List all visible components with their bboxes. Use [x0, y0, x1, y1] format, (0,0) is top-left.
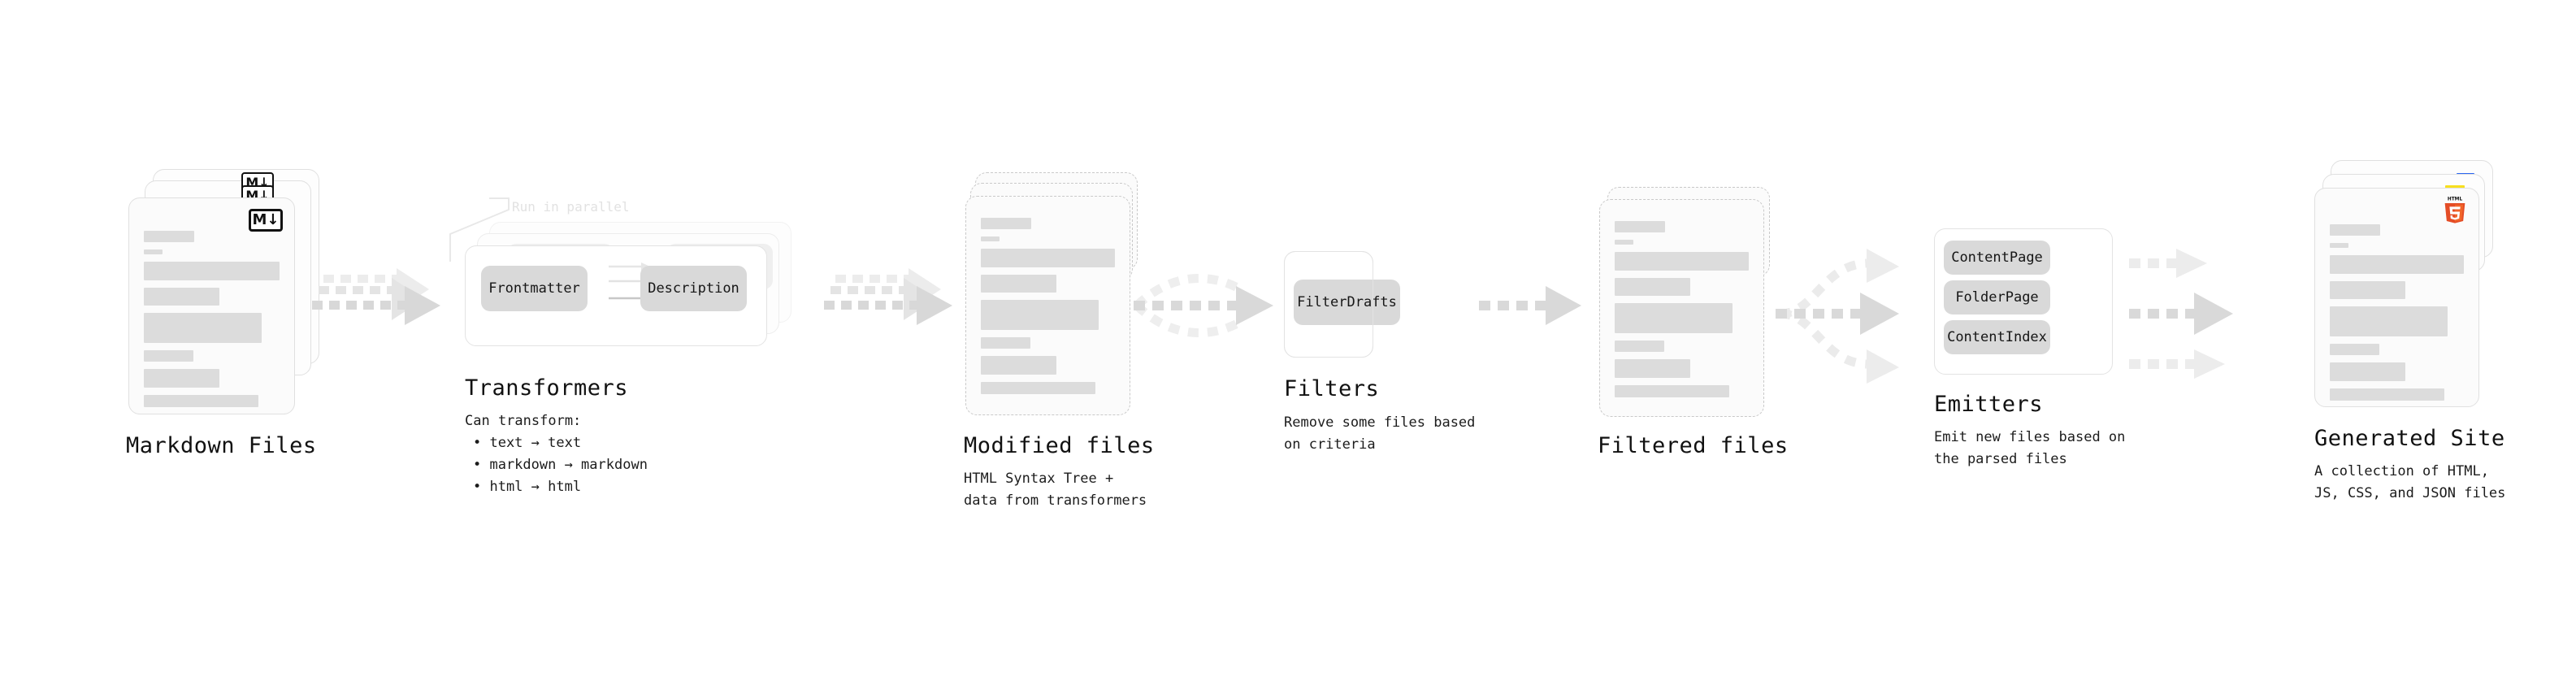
content-bar — [981, 275, 1056, 293]
svg-text:HTML: HTML — [2448, 197, 2463, 202]
stage-desc-generated-site: A collection of HTML, JS, CSS, and JSON … — [2314, 463, 2506, 501]
stage-desc-modified-files: HTML Syntax Tree + data from transformer… — [964, 471, 1147, 509]
arrow-emitters-to-site — [2129, 249, 2233, 379]
modified-card-content — [981, 218, 1115, 401]
markdown-card-content — [144, 231, 280, 414]
plugin-chip-label: Frontmatter — [488, 280, 580, 297]
markdown-card-front: M↓ — [128, 197, 295, 414]
stage-title-transformers: Transformers — [465, 375, 629, 401]
content-bar — [2330, 344, 2379, 355]
content-bar — [144, 288, 219, 306]
arrow-transformers-to-modified — [824, 268, 952, 325]
plugin-chip-label: Description — [648, 280, 739, 297]
content-bar — [981, 356, 1056, 375]
content-bar — [981, 218, 1031, 229]
content-bar — [1615, 252, 1749, 271]
modified-card-front — [965, 196, 1130, 415]
content-bar — [2330, 255, 2464, 274]
content-bar — [1615, 278, 1690, 296]
arrow-filtered-to-emitters — [1776, 249, 1899, 384]
content-bar — [144, 369, 219, 388]
stage-title-generated-site: Generated Site — [2314, 426, 2505, 451]
plugin-chip-description[interactable]: Description — [640, 266, 747, 311]
stage-title-markdown-files: Markdown Files — [126, 433, 317, 458]
site-card-html: HTML — [2314, 188, 2479, 407]
plugin-chip-frontmatter[interactable]: Frontmatter — [481, 266, 588, 311]
stage-title-filtered-files: Filtered files — [1598, 433, 1789, 458]
content-bar — [981, 382, 1095, 394]
plugin-chip-folderpage[interactable]: FolderPage — [1944, 280, 2050, 314]
content-bar — [144, 249, 163, 254]
plugin-chip-label: FolderPage — [1955, 289, 2039, 306]
content-bar — [144, 395, 258, 407]
content-bar — [1615, 385, 1729, 397]
stage-desc-filters: Remove some files based on criteria — [1284, 414, 1476, 453]
run-in-parallel-label: Run in parallel — [512, 199, 630, 215]
content-bar — [2330, 306, 2448, 336]
arrow-filters-to-filtered — [1479, 286, 1581, 325]
content-bar — [2330, 362, 2405, 381]
content-bar — [1615, 303, 1733, 333]
content-bar — [144, 313, 262, 343]
content-bar — [981, 300, 1099, 330]
content-bar — [981, 236, 1000, 241]
site-card-content — [2330, 224, 2464, 408]
content-bar — [144, 350, 193, 362]
stage-transformers: Run in parallel Frontmat — [423, 0, 845, 681]
transform-bullet-1: • markdown → markdown — [473, 457, 648, 473]
content-bar — [2330, 281, 2405, 299]
content-bar — [144, 231, 194, 242]
stage-title-emitters: Emitters — [1934, 392, 2044, 417]
stage-desc-emitters: Emit new files based on the parsed files — [1934, 429, 2126, 467]
filtered-card-content — [1615, 221, 1749, 405]
plugin-chip-label: FilterDrafts — [1297, 294, 1397, 310]
plugin-chip-filterdrafts[interactable]: FilterDrafts — [1294, 280, 1400, 325]
stage-title-filters: Filters — [1284, 376, 1380, 401]
plugin-chip-label: ContentPage — [1951, 249, 2043, 266]
arrow-modified-to-filters — [1134, 273, 1273, 338]
filter-group-outline — [1284, 251, 1373, 358]
content-bar — [1615, 340, 1664, 352]
plugin-chip-label: ContentIndex — [1947, 329, 2047, 345]
stage-markdown-files: M↓ M↓ M↓ Markdown Files — [0, 0, 341, 681]
content-bar — [981, 337, 1030, 349]
stage-filters: FilterDrafts Filters Remove some files b… — [1276, 0, 1552, 681]
html5-icon: HTML — [2444, 197, 2465, 223]
content-bar — [1615, 221, 1665, 232]
stage-desc-transformers: Can transform: — [465, 413, 582, 429]
plugin-chip-contentpage[interactable]: ContentPage — [1944, 241, 2050, 275]
stage-filtered-files: Filtered files — [1568, 0, 1877, 681]
stage-emitters: ContentPage FolderPage ContentIndex Emit… — [1934, 0, 2227, 681]
content-bar — [2330, 388, 2444, 401]
plugin-chip-contentindex[interactable]: ContentIndex — [1944, 320, 2050, 354]
content-bar — [981, 249, 1115, 267]
transform-bullet-2: • html → html — [473, 479, 582, 495]
content-bar — [144, 262, 280, 280]
content-bar — [2330, 224, 2380, 236]
transform-bullet-0: • text → text — [473, 435, 582, 451]
stage-title-modified-files: Modified files — [964, 433, 1155, 458]
run-in-parallel-bracket — [449, 197, 510, 262]
markdown-icon: M↓ — [249, 209, 283, 232]
content-bar — [1615, 359, 1690, 378]
content-bar — [2330, 243, 2348, 248]
filtered-card-front — [1599, 199, 1764, 417]
content-bar — [1615, 240, 1633, 245]
stage-modified-files: Modified files HTML Syntax Tree + data f… — [935, 0, 1251, 681]
markdown-icon-label: M↓ — [252, 211, 280, 228]
arrow-markdown-to-transformers — [312, 268, 440, 325]
stage-generated-site: CSS HTML — [2243, 0, 2576, 681]
